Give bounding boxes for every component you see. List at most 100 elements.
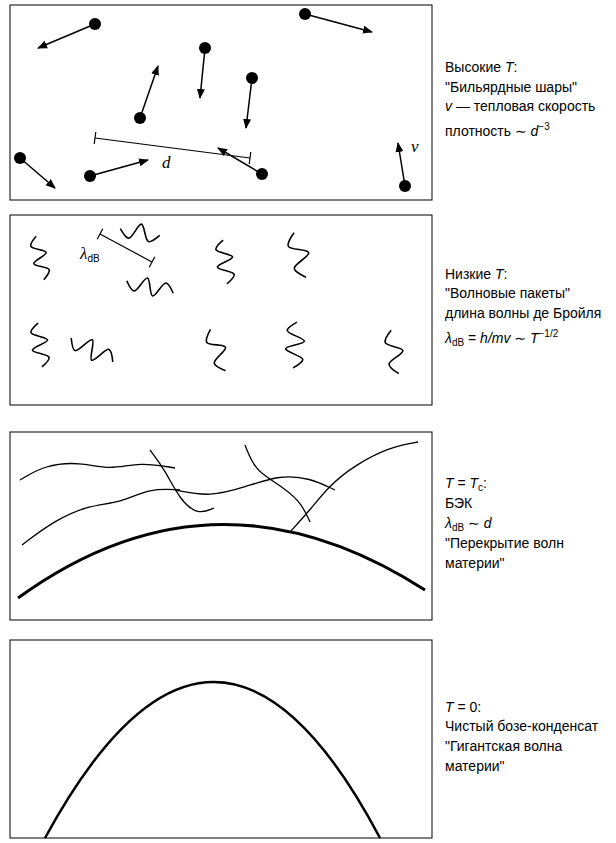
label-text: T: [495, 266, 504, 282]
label-text: −1/2: [539, 328, 559, 339]
particle: [134, 112, 146, 124]
velocity-arrow: [140, 66, 158, 118]
label-text: dB: [452, 522, 464, 533]
label-text: d: [484, 515, 492, 531]
velocity-arrow: [305, 14, 372, 32]
text-line: λdB: [80, 244, 100, 269]
label-text: v: [445, 98, 452, 114]
label-text: =: [454, 475, 470, 491]
label-text: λ: [445, 330, 452, 346]
label-text: плотность ∼: [445, 123, 531, 139]
dimension-line: [100, 234, 152, 262]
wave-packet: [288, 233, 309, 277]
text-line: T = 0:: [445, 698, 481, 718]
overlapping-waves: [20, 442, 418, 545]
label-text: Высокие: [445, 59, 505, 75]
label-text: ∼: [510, 330, 530, 346]
label-text: dB: [452, 337, 464, 348]
label-text: =: [464, 330, 480, 346]
particle: [199, 42, 211, 54]
velocity-arrow: [38, 24, 95, 48]
matter-wave: [20, 464, 175, 480]
label-text: :: [483, 475, 487, 491]
panel-frames: [10, 5, 432, 838]
text-line: λdB = h/mv ∼ T−1/2: [445, 324, 558, 353]
label-text: БЭК: [445, 495, 472, 511]
wave-packets: [31, 224, 403, 374]
velocity-arrow: [200, 48, 205, 98]
velocity-arrow: [90, 160, 148, 176]
text-line: d: [162, 153, 171, 174]
panel-frame: [10, 432, 432, 620]
text-line: Низкие T:: [445, 265, 507, 285]
velocity-arrow: [246, 78, 252, 128]
panel-frame: [10, 5, 432, 200]
wave-packet: [71, 338, 113, 362]
matter-wave: [22, 489, 180, 545]
matter-wave: [290, 442, 418, 532]
velocity-arrows: [20, 14, 405, 188]
wave-packet: [286, 322, 305, 368]
label-text: длина волны де Бройля: [445, 305, 601, 321]
particle: [14, 152, 26, 164]
velocity-arrow: [218, 148, 262, 174]
label-text: "Гигантская волна материи": [445, 738, 562, 774]
label-text: T: [470, 475, 479, 491]
text-line: плотность ∼ d−3: [445, 117, 550, 142]
text-line: "Перекрытие волн материи": [445, 534, 595, 573]
text-line: "Бильярдные шары": [445, 78, 577, 98]
label-text: λ: [80, 244, 87, 263]
wave-packet: [31, 236, 50, 279]
wavelength-bar: [97, 229, 155, 268]
panel-frame: [10, 640, 432, 838]
particle: [399, 180, 411, 192]
dimension-line: [95, 138, 250, 158]
particle: [84, 170, 96, 182]
text-line: "Гигантская волна материи": [445, 737, 595, 776]
velocity-arrow: [20, 158, 55, 188]
label-text: v: [411, 137, 419, 156]
label-text: — тепловая скорость: [452, 98, 595, 114]
text-line: БЭК: [445, 494, 472, 514]
dimension-tick: [94, 132, 96, 144]
text-line: v — тепловая скорость: [445, 97, 595, 117]
matter-wave: [175, 477, 335, 494]
label-text: = 0:: [454, 699, 482, 715]
matter-wave: [150, 450, 214, 512]
label-text: Низкие: [445, 266, 495, 282]
wave-packet: [206, 329, 225, 370]
label-text: T: [505, 59, 514, 75]
label-text: dB: [87, 253, 99, 264]
label-text: "Перекрытие волн материи": [445, 535, 564, 571]
particle: [89, 18, 101, 30]
label-text: λ: [445, 515, 452, 531]
label-text: :: [504, 266, 508, 282]
label-text: ∼: [464, 515, 484, 531]
text-line: T = Tc:: [445, 474, 487, 498]
wave-packet: [385, 330, 403, 373]
dimension-tick: [97, 229, 103, 240]
dimension-tick: [249, 152, 251, 164]
label-text: "Бильярдные шары": [445, 79, 577, 95]
label-text: −3: [538, 121, 549, 132]
label-text: h/mv: [480, 330, 510, 346]
text-line: длина волны де Бройля: [445, 304, 601, 324]
label-text: T: [530, 330, 539, 346]
wave-packet: [216, 240, 234, 284]
label-text: Чистый бозе-конденсат: [445, 718, 598, 734]
velocity-arrow: [398, 143, 405, 186]
particle: [299, 8, 311, 20]
text-line: Чистый бозе-конденсат: [445, 717, 598, 737]
label-text: c: [478, 482, 483, 493]
text-line: λdB ∼ d: [445, 514, 491, 538]
label-text: d: [162, 153, 171, 172]
particles: [14, 8, 411, 192]
label-text: "Волновые пакеты": [445, 285, 570, 301]
particle: [246, 72, 258, 84]
text-line: Высокие T:: [445, 58, 517, 78]
matter-wave: [245, 445, 310, 522]
condensate-wave: [18, 524, 425, 598]
label-text: d: [531, 123, 539, 139]
wave-packet: [31, 323, 49, 367]
label-text: T: [445, 475, 454, 491]
